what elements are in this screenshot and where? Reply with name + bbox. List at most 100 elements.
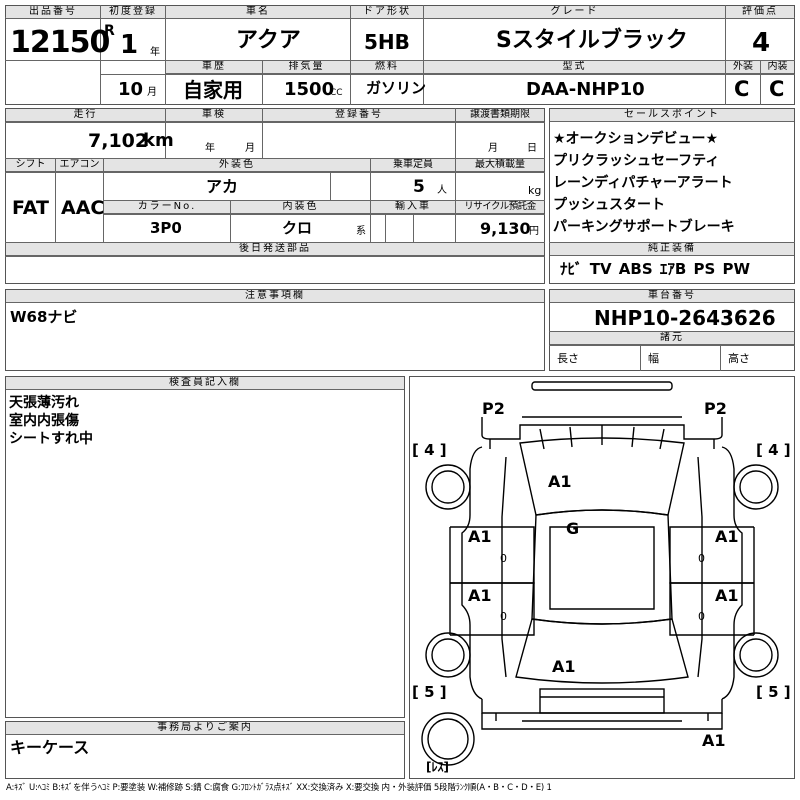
mark-door-rl: A1 xyxy=(468,586,492,605)
door-type: 5HB xyxy=(364,30,410,54)
int-color-unit: 系 xyxy=(356,226,366,237)
recycle-fee: 9,130 xyxy=(480,219,531,238)
import-header: 輸入車 xyxy=(371,201,455,214)
chassis-header: 車台番号 xyxy=(550,290,794,303)
mark-zero: 0 xyxy=(698,610,705,623)
inspector-line: シートすれ中 xyxy=(9,431,93,447)
sales-point-item: ★オークションデビュー★ xyxy=(553,131,719,147)
mark-zero: 0 xyxy=(500,552,507,565)
ext-score: C xyxy=(734,77,750,101)
lot-header: 出品番号 xyxy=(6,6,100,19)
recycle-header: リサイクル預託金 xyxy=(456,201,544,214)
history-header: 車歴 xyxy=(166,61,262,74)
color-no-header: カラーNo. xyxy=(104,201,230,214)
spec-block xyxy=(5,108,545,284)
mark-door-fl: A1 xyxy=(468,527,492,546)
recycle-unit: 円 xyxy=(529,226,539,237)
transfer-header: 譲渡書類期限 xyxy=(456,109,544,122)
capacity: 5 xyxy=(413,177,425,197)
sales-point-item: レーンディパチャーアラート xyxy=(553,175,733,191)
sales-point-item: プッシュスタート xyxy=(553,197,665,213)
header-block xyxy=(5,5,795,105)
sales-point-item: パーキングサポートブレーキ xyxy=(553,219,735,235)
mileage: 7,102 xyxy=(88,130,149,152)
ext-color: アカ xyxy=(206,177,239,196)
mark-door-fr: A1 xyxy=(715,527,739,546)
height-label: 高さ xyxy=(728,352,750,365)
tire-fl: [ 4 ] xyxy=(412,441,447,459)
inspector-block xyxy=(5,376,405,718)
int-color-header: 内装色 xyxy=(231,201,370,214)
capacity-header: 乗車定員 xyxy=(371,159,455,172)
max-load-header: 最大積載量 xyxy=(456,159,544,172)
era-mark: R xyxy=(104,23,115,39)
inspector-header: 検査員記入欄 xyxy=(6,377,404,390)
grade-header: グレード xyxy=(424,6,725,19)
width-label: 幅 xyxy=(648,352,659,365)
chassis-number: NHP10-2643626 xyxy=(594,306,776,330)
cc-unit: CC xyxy=(330,88,343,98)
history: 自家用 xyxy=(183,78,243,102)
mark-p2-left: P2 xyxy=(482,399,505,418)
ext-score-header: 外装 xyxy=(726,61,760,74)
inspection-header: 車検 xyxy=(166,109,262,122)
inspector-line: 天張薄汚れ xyxy=(9,395,79,411)
mark-rear-glass: A1 xyxy=(552,657,576,676)
car-name: アクア xyxy=(236,28,301,53)
reg-month: 10 xyxy=(118,79,144,100)
grade: Sスタイルブラック xyxy=(496,28,688,53)
tire-fr: [ 4 ] xyxy=(756,441,791,459)
year-unit: 年 xyxy=(150,47,160,58)
int-color: クロ xyxy=(282,219,313,237)
first-reg-header: 初度登録 xyxy=(101,6,165,19)
mark-zero: 0 xyxy=(500,610,507,623)
car-diagram: P2 P2 [ 4 ] [ 4 ] [ 5 ] [ 5 ] A1 G A1 A1… xyxy=(409,376,795,779)
mark-zero: 0 xyxy=(698,552,705,565)
tire-rl: [ 5 ] xyxy=(412,683,447,701)
fuel: ガソリン xyxy=(366,79,427,97)
transfer-month-unit: 月 xyxy=(488,143,498,154)
int-score: C xyxy=(769,77,785,101)
max-load-unit: kg xyxy=(528,184,542,197)
car-name-header: 車名 xyxy=(166,6,350,19)
notes: W68ナビ xyxy=(10,308,78,326)
office-note: キーケース xyxy=(10,738,90,757)
model-code: DAA-NHP10 xyxy=(526,79,645,100)
aircon-header: エアコン xyxy=(56,159,103,172)
sales-points-list: ★オークションデビュー★ プリクラッシュセーフティ レーンディパチャーアラート … xyxy=(549,123,795,241)
car-outline xyxy=(421,381,779,766)
inspection-month-unit: 月 xyxy=(245,143,255,154)
shift-header: シフト xyxy=(6,159,55,172)
ext-color-header: 外装色 xyxy=(104,159,370,172)
mark-p2-right: P2 xyxy=(704,399,727,418)
int-score-header: 内装 xyxy=(761,61,794,74)
reg-year: 1 xyxy=(120,30,139,60)
sales-point-item: プリクラッシュセーフティ xyxy=(553,153,720,169)
length-label: 長さ xyxy=(557,352,579,365)
door-header: ドア形状 xyxy=(351,6,423,19)
shift: FAT xyxy=(12,197,49,219)
displacement: 1500 xyxy=(284,79,335,100)
score: 4 xyxy=(752,28,771,58)
spare-tire-label: [ﾚｽ] xyxy=(426,760,449,774)
mileage-header: 走行 xyxy=(6,109,165,122)
score-header: 評価点 xyxy=(726,6,794,19)
notes-header: 注意事項欄 xyxy=(6,290,544,303)
mark-door-rr: A1 xyxy=(715,586,739,605)
mark-windshield: A1 xyxy=(548,472,572,491)
inspector-line: 室内内張傷 xyxy=(9,413,79,429)
mileage-unit: km xyxy=(143,130,174,151)
reg-no-header: 登録番号 xyxy=(263,109,455,122)
tire-rr: [ 5 ] xyxy=(756,683,791,701)
sales-points-header: セールスポイント xyxy=(550,109,794,122)
color-no: 3P0 xyxy=(150,219,182,237)
capacity-unit: 人 xyxy=(437,185,447,196)
model-header: 型式 xyxy=(424,61,725,74)
fuel-header: 燃料 xyxy=(351,61,423,74)
dimensions-header: 諸元 xyxy=(550,332,794,345)
mark-rear-bumper: A1 xyxy=(702,731,726,750)
office-header: 事務局よりご案内 xyxy=(6,722,404,735)
equipment: ﾅﾋﾞ TV ABS ｴｱB PS PW xyxy=(560,260,751,278)
aircon: AAC xyxy=(61,197,105,219)
inspection-year-unit: 年 xyxy=(205,143,215,154)
